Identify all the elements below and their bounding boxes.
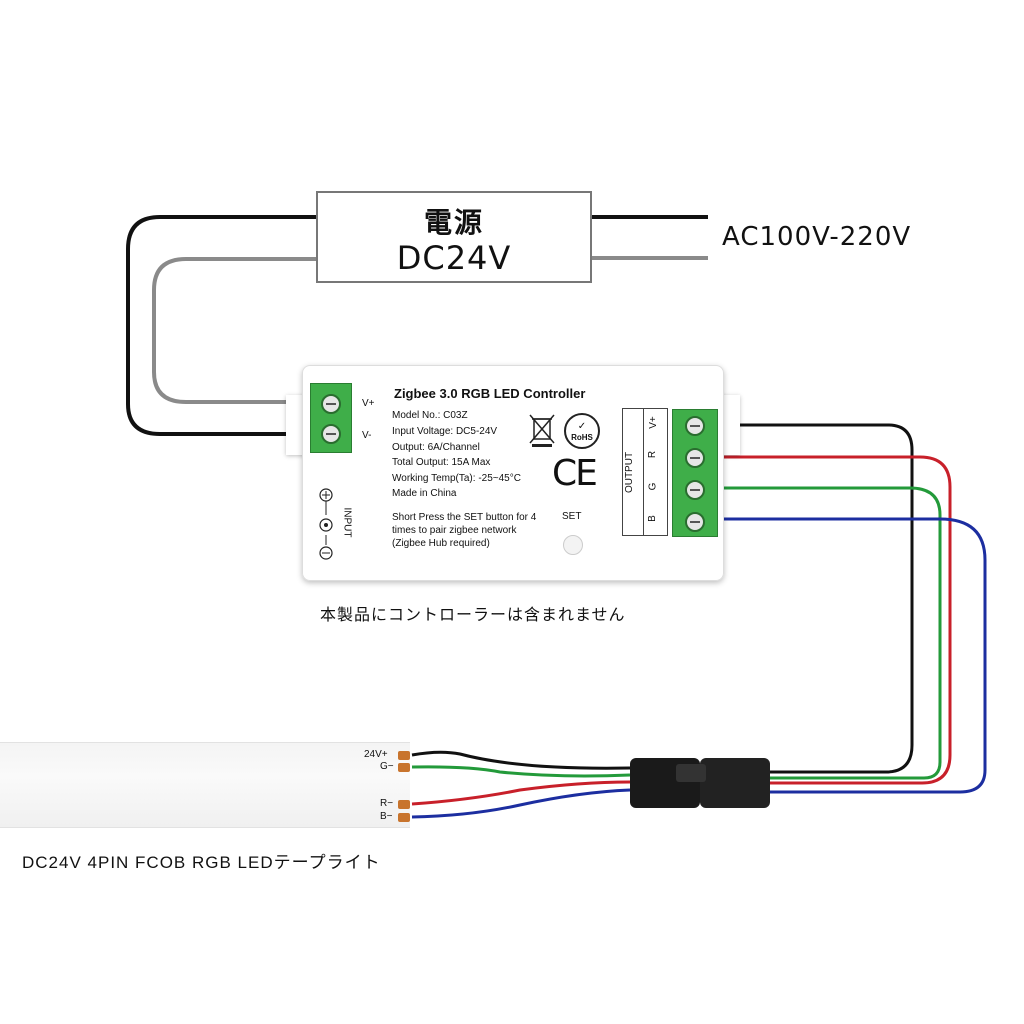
out-wire-red xyxy=(718,455,952,785)
ce-mark: CE xyxy=(552,453,598,494)
input-terminal-block xyxy=(310,383,352,453)
check-icon: ✓ xyxy=(577,421,587,432)
strip-label-g: G− xyxy=(380,761,394,772)
out-wire-black xyxy=(718,423,914,774)
input-label: INPUT xyxy=(341,507,353,538)
strip-label-r: R− xyxy=(380,798,394,809)
note-line-3: (Zigbee Hub required) xyxy=(392,538,490,549)
input-screw-icon xyxy=(321,394,341,414)
strip-wire-blue xyxy=(411,788,631,819)
power-supply-title: 電源 xyxy=(423,206,484,239)
output-screw-icon xyxy=(685,512,705,532)
note-line-2: times to pair zigbee network xyxy=(392,525,517,536)
connector-body-right xyxy=(700,758,770,808)
connector-latch xyxy=(676,764,706,782)
strip-pad-b xyxy=(398,813,410,822)
strip-pad-g xyxy=(398,763,410,772)
spec-working-temp: Working Temp(Ta): -25~45°C xyxy=(392,473,521,484)
output-screw-icon xyxy=(685,416,705,436)
out-wire-green xyxy=(718,486,942,780)
output-screw-icon xyxy=(685,448,705,468)
spec-input-voltage: Input Voltage: DC5-24V xyxy=(392,426,498,437)
dc-polarity-icon xyxy=(319,488,333,560)
output-pin-b: B xyxy=(646,515,658,522)
output-terminal-block xyxy=(672,409,718,537)
spec-model: Model No.: C03Z xyxy=(392,410,468,421)
note-line-1: Short Press the SET button for 4 xyxy=(392,512,537,523)
controller-not-included-caption: 本製品にコントローラーは含まれません xyxy=(320,607,626,624)
strip-label-24v: 24V+ xyxy=(364,749,388,760)
strip-wire-red xyxy=(411,780,631,806)
strip-label-b: B− xyxy=(380,811,393,822)
set-button[interactable] xyxy=(563,535,583,555)
output-label-box: OUTPUT V+ R G B xyxy=(622,408,668,536)
output-screw-icon xyxy=(685,480,705,500)
led-controller: V+ V- Zigbee 3.0 RGB LED Controller Mode… xyxy=(302,365,724,581)
output-pin-r: R xyxy=(647,450,659,459)
spec-total-output: Total Output: 15A Max xyxy=(392,457,491,468)
rohs-text: RoHS xyxy=(571,433,593,442)
ac-input-label: AC100V-220V xyxy=(722,222,912,252)
dc-wire-gray xyxy=(152,257,316,404)
input-pin-vminus: V- xyxy=(362,430,372,441)
output-pin-g: G xyxy=(647,482,659,491)
dc-wire-black xyxy=(126,215,316,436)
power-supply-voltage: DC24V xyxy=(396,239,512,277)
set-label: SET xyxy=(562,511,582,522)
out-wire-blue xyxy=(718,517,987,794)
controller-title: Zigbee 3.0 RGB LED Controller xyxy=(394,386,586,401)
output-pin-vplus: V+ xyxy=(647,416,659,429)
strip-pad-r xyxy=(398,800,410,809)
strip-wire-black xyxy=(411,750,631,770)
spec-made-in: Made in China xyxy=(392,488,457,499)
strip-pad-vplus xyxy=(398,751,410,760)
led-strip: 24V+ G− R− B− xyxy=(0,742,410,828)
input-pin-vplus: V+ xyxy=(362,398,375,409)
output-label: OUTPUT xyxy=(624,451,636,494)
strip-wire-green xyxy=(411,765,631,778)
power-supply-box: 電源 DC24V xyxy=(316,191,592,283)
input-screw-icon xyxy=(321,424,341,444)
rohs-badge: ✓ RoHS xyxy=(564,413,600,449)
weee-bin-icon xyxy=(529,414,555,447)
spec-output: Output: 6A/Channel xyxy=(392,442,480,453)
led-strip-caption: DC24V 4PIN FCOB RGB LEDテープライト xyxy=(22,853,381,872)
